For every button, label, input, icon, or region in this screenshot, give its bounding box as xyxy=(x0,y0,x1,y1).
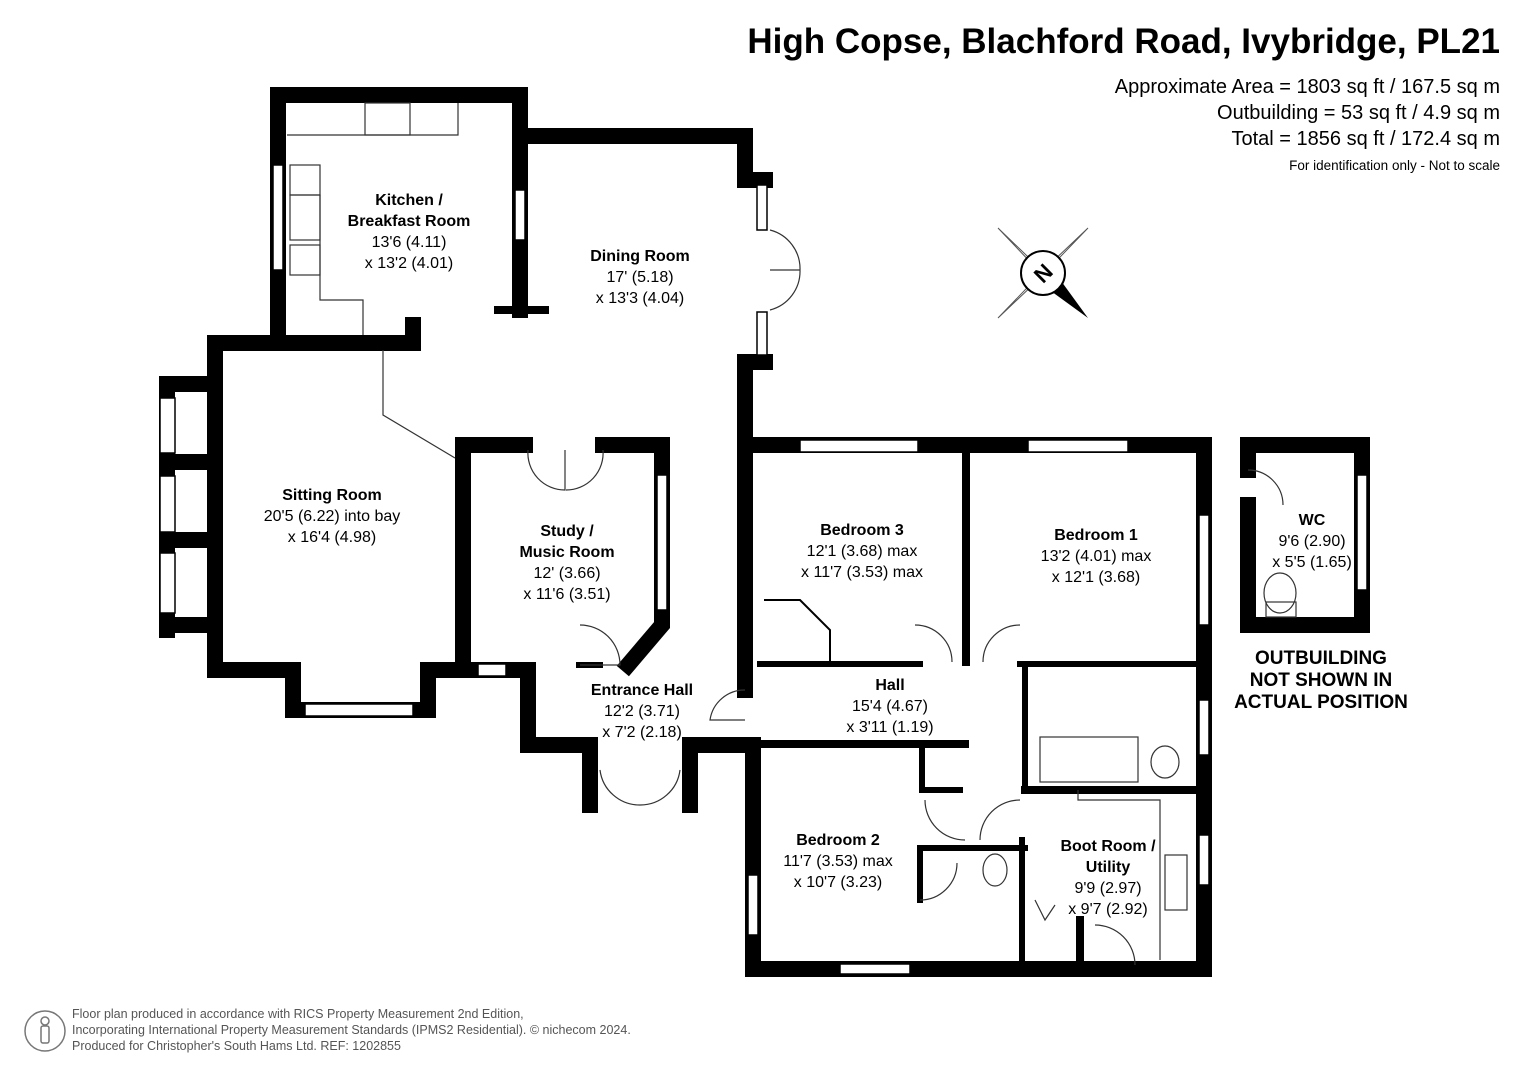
footer-credits: Floor plan produced in accordance with R… xyxy=(72,1007,631,1053)
outbuilding-note: OUTBUILDING NOT SHOWN IN ACTUAL POSITION xyxy=(1234,648,1408,713)
property-title: High Copse, Blachford Road, Ivybridge, P… xyxy=(747,22,1500,61)
total-area: Total = 1856 sq ft / 172.4 sq m xyxy=(1231,128,1501,150)
windows xyxy=(159,164,1368,975)
approximate-area: Approximate Area = 1803 sq ft / 167.5 sq… xyxy=(1114,76,1500,98)
compass-rose-icon: N xyxy=(997,227,1089,319)
outbuilding-area: Outbuilding = 53 sq ft / 4.9 sq m xyxy=(1217,102,1500,124)
scale-note: For identification only - Not to scale xyxy=(1289,158,1500,173)
person-icon xyxy=(24,1010,66,1052)
doors-and-fixtures xyxy=(287,102,1297,966)
